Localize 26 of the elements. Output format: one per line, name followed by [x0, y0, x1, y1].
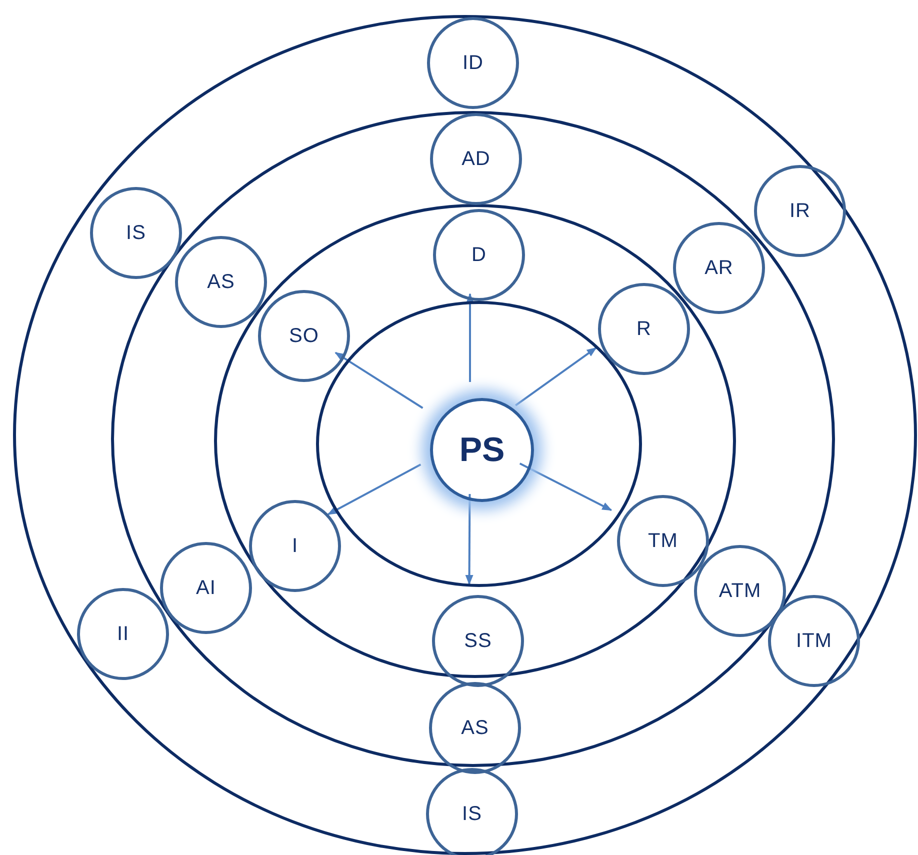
node-label: IS	[462, 802, 482, 827]
arrow	[466, 293, 474, 382]
node-label: D	[472, 243, 486, 268]
arrow	[327, 464, 422, 516]
node-label: AS	[207, 270, 235, 295]
node-label: AI	[196, 576, 216, 601]
node-label: IR	[790, 199, 810, 224]
ring	[13, 15, 917, 855]
node-label: R	[636, 317, 652, 342]
node-label: SO	[289, 324, 319, 349]
node-label: SS	[464, 629, 492, 654]
arrow	[465, 494, 474, 585]
arrow	[514, 347, 597, 406]
node-label: II	[116, 622, 130, 647]
arrow	[334, 352, 424, 409]
node-label: IS	[126, 221, 146, 246]
node-label: AS	[461, 716, 489, 741]
node-label: ITM	[796, 629, 832, 654]
arrow	[519, 462, 612, 512]
node-label: AR	[704, 256, 734, 281]
node-label: PS	[459, 430, 505, 470]
node-label: ID	[462, 51, 484, 76]
node-label: AD	[462, 147, 490, 172]
node-label: I	[292, 534, 298, 559]
node-label: TM	[648, 529, 678, 554]
node-label: ATM	[718, 579, 762, 604]
